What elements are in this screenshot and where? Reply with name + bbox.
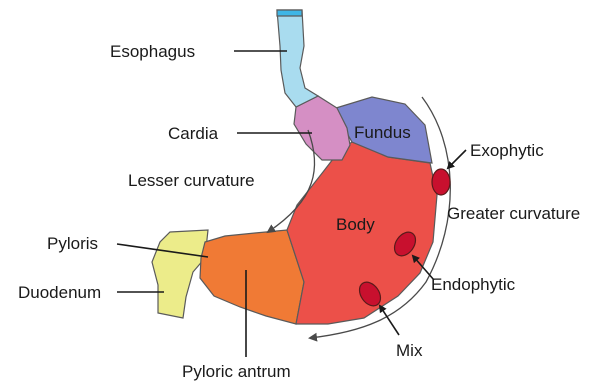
body-label: Body [336, 215, 375, 234]
exophytic-label: Exophytic [470, 141, 544, 160]
esophagus-region [277, 10, 318, 107]
esophagus-top [277, 10, 302, 16]
endophytic-label: Endophytic [431, 275, 516, 294]
pyloric-antrum-region [200, 230, 304, 324]
cardia-label: Cardia [168, 124, 219, 143]
pyloric-antrum-label: Pyloric antrum [182, 362, 291, 381]
greater-curvature-label: Greater curvature [447, 204, 580, 223]
exophytic-arrow [448, 150, 466, 168]
duodenum-label: Duodenum [18, 283, 101, 302]
exophytic-lesion [432, 169, 450, 195]
cardia-region [294, 96, 350, 160]
pyloris-label: Pyloris [47, 234, 98, 253]
esophagus-label: Esophagus [110, 42, 195, 61]
fundus-label: Fundus [354, 123, 411, 142]
mix-label: Mix [396, 341, 423, 360]
lesser-curvature-label: Lesser curvature [128, 171, 255, 190]
